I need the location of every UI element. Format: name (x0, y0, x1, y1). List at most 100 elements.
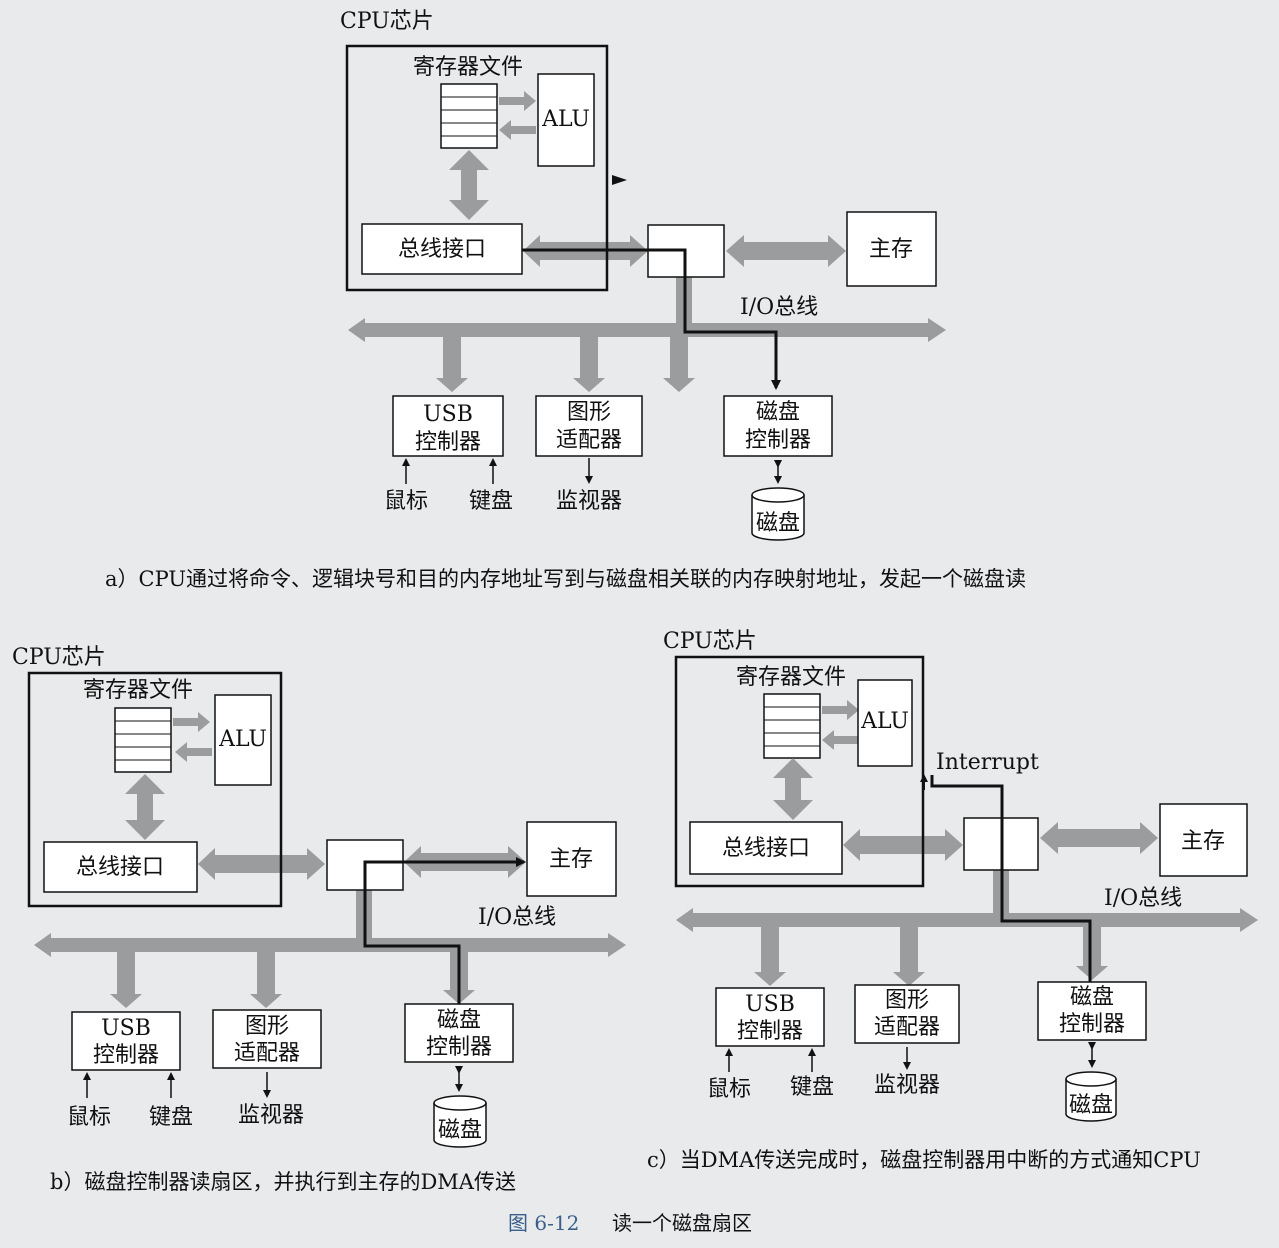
diagram-b: CPU芯片 寄存器文件 ALU 总线接口 主存 I/O总线 USB 控制器 图形… (12, 645, 626, 1194)
cpu-chip-label-b: CPU芯片 (12, 645, 106, 670)
disk-controller-b (404, 1003, 514, 1063)
system-bus-c (843, 829, 963, 861)
register-file-a (440, 83, 498, 149)
reg-to-alu-arrow-c (822, 700, 859, 720)
figure-title: 读一个磁盘扇区 (612, 1211, 752, 1235)
bus-interface-a (361, 223, 523, 275)
mouse-label-b: 鼠标 (67, 1105, 111, 1130)
main-memory-label-c: 主存 (1181, 829, 1225, 854)
monitor-label-a: 监视器 (556, 489, 622, 514)
mouse-label-c: 鼠标 (707, 1077, 751, 1102)
system-bus-b (198, 848, 325, 880)
graphics-label-line2-a: 适配器 (556, 428, 622, 453)
disk-ctrl-label-line2-a: 控制器 (745, 428, 811, 453)
disk-label-c: 磁盘 (1069, 1093, 1113, 1118)
usb-label-line1-a: USB (423, 402, 473, 427)
diagram-a: CPU芯片 寄存器文件 ALU 总线接口 主存 I/O总线 USB 控制器 图形… (105, 9, 1026, 591)
interrupt-path-c (930, 775, 1092, 982)
usb-controller-a (392, 395, 504, 457)
disk-label-b: 磁盘 (438, 1118, 482, 1143)
usb-label-line1-c: USB (745, 992, 795, 1017)
cpu-chip-label-c: CPU芯片 (663, 629, 757, 654)
cpu-chip-label-a: CPU芯片 (340, 9, 434, 34)
usb-drop-b (110, 952, 142, 1008)
usb-label-line1-b: USB (101, 1016, 151, 1041)
disk-a (751, 487, 805, 541)
reg-to-alu-arrow-b (173, 712, 210, 732)
caption-c: c）当DMA传送完成时，磁盘控制器用中断的方式通知CPU (647, 1148, 1201, 1172)
mouse-label-a: 鼠标 (384, 489, 428, 514)
main-memory-b (526, 821, 617, 897)
register-file-c (763, 693, 821, 759)
main-memory-c (1159, 803, 1248, 877)
reg-to-alu-arrow-a (499, 91, 536, 111)
disk-ctrl-label-line1-c: 磁盘 (1070, 985, 1114, 1010)
cpu-chip-b (27, 671, 283, 908)
alu-label-c: ALU (860, 709, 909, 734)
usb-label-line2-c: 控制器 (737, 1019, 803, 1044)
caption-b: b）磁盘控制器读扇区，并执行到主存的DMA传送 (50, 1170, 516, 1194)
memory-bus-c (1040, 822, 1158, 854)
io-bus-label-a: I/O总线 (740, 295, 818, 320)
alu-label-a: ALU (541, 107, 590, 132)
disk-b (433, 1095, 487, 1148)
disk-label-a: 磁盘 (756, 511, 800, 536)
reg-bus-arrow-b (125, 774, 165, 840)
disk-c (1065, 1071, 1117, 1122)
diagram-c: CPU芯片 寄存器文件 ALU 总线接口 主存 I/O总线 Interrupt … (647, 629, 1258, 1172)
disk-ctrl-label-line2-b: 控制器 (426, 1035, 492, 1060)
usb-drop-a (436, 337, 468, 392)
dma-path-b (363, 857, 526, 1004)
caption-a: a）CPU通过将命令、逻辑块号和目的内存地址写到与磁盘相关联的内存映射地址，发起… (105, 567, 1026, 591)
graphics-drop-b (250, 952, 282, 1008)
alu-to-reg-arrow-b (175, 742, 212, 762)
disk-drop-a (663, 337, 695, 392)
disk-ctrl-label-line2-c: 控制器 (1059, 1012, 1125, 1037)
disk-controller-c (1037, 981, 1147, 1041)
monitor-label-b: 监视器 (238, 1103, 304, 1128)
bus-interface-label-b: 总线接口 (76, 855, 164, 880)
usb-label-line2-b: 控制器 (93, 1043, 159, 1068)
disk-controller-a (723, 395, 833, 457)
register-file-b (114, 707, 172, 773)
alu-label-b: ALU (218, 727, 267, 752)
usb-label-line2-a: 控制器 (415, 430, 481, 455)
graphics-label-line2-c: 适配器 (874, 1015, 940, 1040)
alu-c (857, 679, 913, 767)
pointer-mark-a (612, 175, 627, 185)
io-bus-label-c: I/O总线 (1104, 886, 1182, 911)
register-file-label-c: 寄存器文件 (736, 665, 846, 690)
io-bus-c (676, 908, 1258, 932)
main-memory-label-a: 主存 (869, 237, 913, 262)
figure-number: 图 6-12 (508, 1211, 579, 1235)
usb-controller-b (71, 1011, 181, 1071)
main-memory-label-b: 主存 (549, 847, 593, 872)
io-bus-label-b: I/O总线 (478, 905, 556, 930)
reg-bus-arrow-c (773, 758, 813, 820)
register-file-label-b: 寄存器文件 (83, 678, 193, 703)
bus-interface-label-a: 总线接口 (398, 237, 486, 262)
io-bus-a (348, 318, 946, 342)
graphics-adapter-c (854, 984, 960, 1044)
graphics-adapter-b (212, 1009, 322, 1069)
graphics-label-line1-a: 图形 (567, 400, 611, 425)
alu-to-reg-arrow-a (499, 120, 536, 140)
io-bus-b (34, 933, 626, 957)
graphics-label-line2-b: 适配器 (234, 1041, 300, 1066)
disk-ctrl-label-line1-a: 磁盘 (756, 400, 800, 425)
bus-interface-label-c: 总线接口 (722, 836, 810, 861)
usb-controller-c (715, 987, 825, 1047)
alu-b (214, 694, 272, 786)
bus-interface-c (689, 821, 843, 875)
memory-bus-a (726, 235, 846, 267)
command-path-a (522, 248, 781, 390)
graphics-drop-a (573, 337, 605, 392)
monitor-label-c: 监视器 (874, 1073, 940, 1098)
disk-ctrl-label-line1-b: 磁盘 (437, 1008, 481, 1033)
graphics-label-line1-b: 图形 (245, 1014, 289, 1039)
graphics-label-line1-c: 图形 (885, 988, 929, 1013)
register-file-label-a: 寄存器文件 (413, 55, 523, 80)
keyboard-label-a: 键盘 (469, 489, 513, 514)
